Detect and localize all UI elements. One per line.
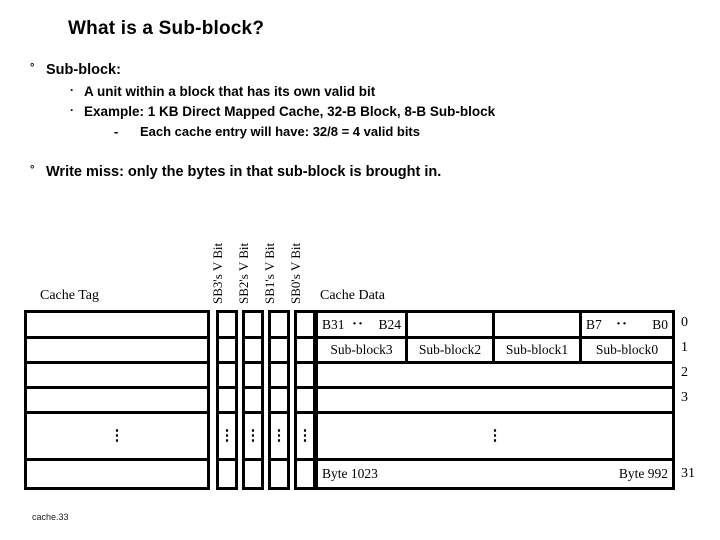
ellipsis-icon: ⋮ <box>219 427 235 444</box>
bullet-item-valid-bits: - Each cache entry will have: 32/8 = 4 v… <box>114 124 690 139</box>
sub-block-cell-1[interactable]: Sub-block1 <box>495 339 582 361</box>
valid-bit-column-sb1[interactable]: ⋮ <box>268 310 290 490</box>
table-row[interactable] <box>27 339 207 364</box>
cache-data-header: Cache Data <box>320 288 385 303</box>
row-index-1: 1 <box>681 340 688 355</box>
byte-range-end: B0 <box>652 316 668 332</box>
ellipsis-horizontal-icon: ·· <box>616 316 629 332</box>
valid-bit-label-sb2: SB2's V Bit <box>236 242 251 304</box>
bullet-text: Each cache entry will have: 32/8 = 4 val… <box>140 124 420 139</box>
page-title: What is a Sub-block? <box>68 18 265 39</box>
valid-bit-column-sb0[interactable]: ⋮ <box>294 310 316 490</box>
bullet-marker-circle-icon: ° <box>30 62 35 74</box>
valid-bit-label-sb1: SB1's V Bit <box>262 242 277 304</box>
valid-bit-column-sb2[interactable]: ⋮ <box>242 310 264 490</box>
valid-bit-label-sb3: SB3's V Bit <box>210 242 225 304</box>
table-row[interactable] <box>219 364 235 389</box>
byte-range-cell-sb2[interactable] <box>408 313 495 336</box>
table-row-sub-blocks[interactable]: Sub-block3 Sub-block2 Sub-block1 Sub-blo… <box>318 339 672 364</box>
row-index-2: 2 <box>681 365 688 380</box>
cache-tag-header: Cache Tag <box>40 288 100 303</box>
bullet-item-sub-block: ° Sub-block: <box>30 62 690 78</box>
table-row-ellipsis[interactable]: ⋮ <box>245 414 261 461</box>
byte-range-cell-sb3[interactable]: B31 ·· B24 <box>318 313 408 336</box>
valid-bit-label-sb0: SB0's V Bit <box>288 242 303 304</box>
byte-range-end: B24 <box>378 316 401 332</box>
bullet-marker-dot-icon: · <box>70 83 74 97</box>
bullet-item-unit-within-block: · A unit within a block that has its own… <box>70 83 690 99</box>
sub-block-label: Sub-block3 <box>330 342 393 357</box>
table-row[interactable] <box>219 461 235 487</box>
cache-subblock-diagram: SB3's V Bit SB2's V Bit SB1's V Bit SB0'… <box>0 220 720 500</box>
footer-note: cache.33 <box>32 512 69 522</box>
table-row[interactable] <box>297 461 313 487</box>
ellipsis-icon: ⋮ <box>245 427 261 444</box>
table-row[interactable] <box>245 389 261 414</box>
table-row[interactable] <box>245 461 261 487</box>
cache-data-table[interactable]: B31 ·· B24 B7 ·· B0 Sub-block3 Sub-block… <box>315 310 675 490</box>
table-row[interactable] <box>219 339 235 364</box>
byte-range-cell-sb1[interactable] <box>495 313 582 336</box>
ellipsis-horizontal-icon: ·· <box>352 316 365 332</box>
bullet-item-example: · Example: 1 KB Direct Mapped Cache, 32-… <box>70 103 690 119</box>
sub-block-cell-0[interactable]: Sub-block0 <box>582 339 672 361</box>
cache-tag-column[interactable]: ⋮ <box>24 310 210 490</box>
table-row[interactable] <box>318 364 672 389</box>
ellipsis-icon: ⋮ <box>487 427 503 444</box>
table-row[interactable] <box>219 313 235 339</box>
byte-row-cell[interactable]: Byte 1023 Byte 992 <box>318 461 672 487</box>
table-row[interactable] <box>245 339 261 364</box>
table-row[interactable] <box>27 389 207 414</box>
row-index-31: 31 <box>681 466 695 481</box>
table-row[interactable] <box>245 364 261 389</box>
table-row[interactable] <box>297 313 313 339</box>
ellipsis-icon: ⋮ <box>271 427 287 444</box>
table-row[interactable] <box>271 461 287 487</box>
byte-label-start: Byte 1023 <box>322 466 378 481</box>
row-index-0: 0 <box>681 315 688 330</box>
byte-range-start: B7 <box>586 316 602 332</box>
bullet-marker-dot-icon: · <box>70 103 74 117</box>
byte-range-start: B31 <box>322 316 345 332</box>
table-row[interactable] <box>318 389 672 414</box>
table-row[interactable] <box>297 339 313 364</box>
bullet-item-write-miss: ° Write miss: only the bytes in that sub… <box>30 164 690 180</box>
table-row[interactable] <box>271 364 287 389</box>
table-row[interactable] <box>27 313 207 339</box>
table-row[interactable] <box>219 389 235 414</box>
table-row-ellipsis[interactable]: ⋮ <box>219 414 235 461</box>
bullet-list: ° Sub-block: · A unit within a block tha… <box>30 62 690 186</box>
byte-label-end: Byte 992 <box>618 466 668 481</box>
table-row[interactable] <box>271 339 287 364</box>
table-row[interactable] <box>271 313 287 339</box>
bullet-text: Example: 1 KB Direct Mapped Cache, 32-B … <box>84 104 496 119</box>
byte-range-cell-sb0[interactable]: B7 ·· B0 <box>582 313 672 336</box>
table-row[interactable] <box>297 364 313 389</box>
valid-bit-column-sb3[interactable]: ⋮ <box>216 310 238 490</box>
table-row[interactable] <box>271 389 287 414</box>
ellipsis-icon: ⋮ <box>109 427 125 444</box>
table-row-ellipsis[interactable]: ⋮ <box>318 414 672 461</box>
bullet-text: Sub-block: <box>46 62 121 78</box>
table-row-ellipsis[interactable]: ⋮ <box>27 414 207 461</box>
bullet-text: A unit within a block that has its own v… <box>84 84 376 99</box>
bullet-marker-circle-icon: ° <box>30 164 35 176</box>
sub-block-cell-3[interactable]: Sub-block3 <box>318 339 408 361</box>
table-row[interactable] <box>27 364 207 389</box>
sub-block-label: Sub-block0 <box>595 342 659 357</box>
table-row[interactable] <box>297 389 313 414</box>
table-row[interactable] <box>27 461 207 487</box>
sub-block-cell-2[interactable]: Sub-block2 <box>408 339 495 361</box>
table-row-ellipsis[interactable]: ⋮ <box>271 414 287 461</box>
table-row-ellipsis[interactable]: ⋮ <box>297 414 313 461</box>
bullet-marker-dash-icon: - <box>114 124 119 139</box>
ellipsis-icon: ⋮ <box>297 427 313 444</box>
sub-block-label: Sub-block1 <box>505 342 569 357</box>
table-row-last-bytes[interactable]: Byte 1023 Byte 992 <box>318 461 672 487</box>
bullet-text: Write miss: only the bytes in that sub-b… <box>46 164 442 180</box>
row-index-3: 3 <box>681 390 688 405</box>
sub-block-label: Sub-block2 <box>418 342 482 357</box>
table-row-byte-range[interactable]: B31 ·· B24 B7 ·· B0 <box>318 313 672 339</box>
table-row[interactable] <box>245 313 261 339</box>
